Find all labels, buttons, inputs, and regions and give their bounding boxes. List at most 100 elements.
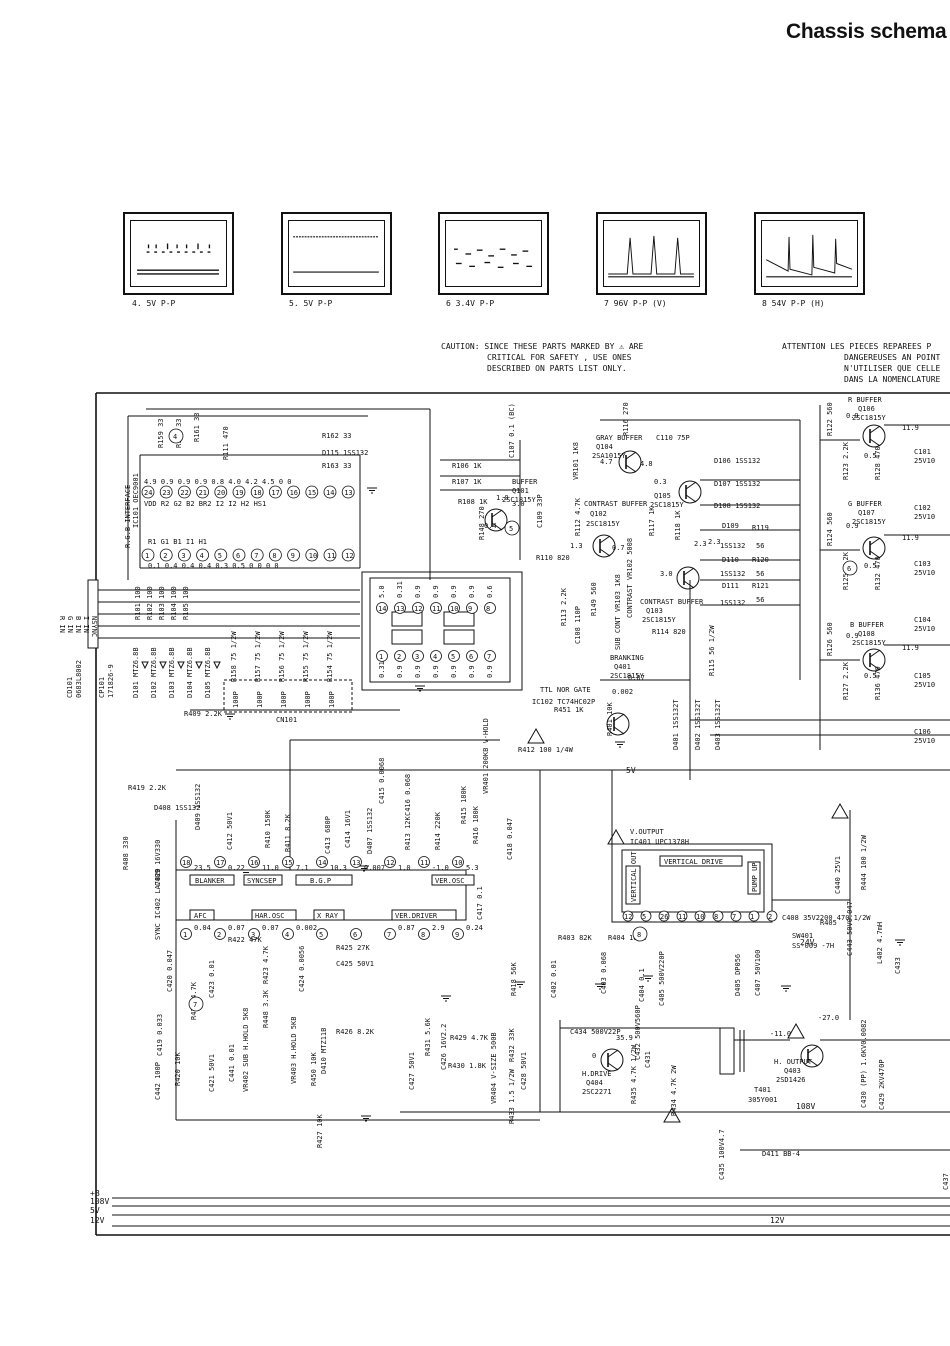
node-voltage: 2.3	[708, 538, 721, 546]
safety-marks	[527, 727, 849, 1123]
vr101-label: VR101 1K8	[572, 442, 580, 480]
q404-name: H.DRIVE	[582, 1070, 612, 1078]
caution-french: ATTENTION LES PIECES REPAREES P DANGEREU…	[782, 341, 940, 385]
rail-tag-12v: 12V	[770, 1216, 785, 1225]
ic101-pin-9	[287, 548, 301, 562]
transistor-collector	[625, 451, 637, 460]
transistor-emitter	[625, 464, 637, 473]
sync-lower-part-label: R430 1.8K	[448, 1062, 487, 1070]
ic102-pin-label: 11	[432, 605, 440, 613]
c107-label: C107 0.1 (BC)	[508, 403, 516, 458]
ic402-volt: -1.0	[432, 864, 449, 872]
waveform-7-trace	[608, 235, 694, 278]
ic101-ref-label: IC101 OEC9001	[132, 473, 140, 528]
transistor-collector	[685, 481, 697, 490]
r56-label-a: 56	[756, 542, 764, 550]
cn-cap-label: 100P	[280, 691, 288, 708]
r159-label: R159 33	[157, 418, 165, 448]
ic102-pin-10	[448, 602, 460, 614]
q404-part: 2SC2271	[582, 1088, 612, 1096]
ic401-pin-label: 1	[750, 913, 754, 921]
ic402-volt: 0.87	[398, 924, 415, 932]
ic402-pin-7	[384, 928, 396, 940]
afc-label: AFC	[194, 912, 207, 920]
transistor-symbol	[592, 534, 616, 558]
sync-part-label: R411 8.2K	[284, 813, 292, 852]
sync-part-label: C415 0.0068	[378, 758, 386, 804]
rgb-cap-val: 25V10	[914, 625, 935, 633]
power-rails	[112, 769, 950, 1227]
rgb-resistor-label: R132 470	[874, 556, 882, 590]
test-point-8	[632, 926, 648, 942]
ic101-pin-6	[232, 548, 246, 562]
ic102-pin-label: 12	[414, 605, 422, 613]
ic101-top-volts: 4.9 0.9 0.9 0.9 0.8 4.0 4.2 4.5 0 0	[144, 478, 292, 486]
ver-osc-label: VER.OSC	[435, 877, 465, 885]
ic401-pin-label: 7	[732, 913, 736, 921]
q101-part: 2SC1815Y	[502, 496, 537, 504]
sync-lower-part-label: R425 27K	[336, 944, 371, 952]
sync-lower-part-label: C402 0.01	[550, 960, 558, 998]
gray-buffer-wiring	[429, 405, 950, 780]
r117-label: R117 1K	[648, 506, 656, 536]
rail-label-5: 5V	[90, 1206, 100, 1215]
ic101-pin-label: 9	[291, 552, 295, 560]
rgb-emitter-volt: 0.5	[864, 562, 877, 570]
vertical-drive-label: VERTICAL DRIVE	[664, 858, 723, 866]
ic102-pin-label: 5	[451, 653, 455, 661]
caution-english: CAUTION: SINCE THESE PARTS MARKED BY ⚠ A…	[441, 341, 643, 374]
ss-label-a: 1SS132	[720, 542, 745, 550]
ic402-volt: 11.0	[262, 864, 279, 872]
r419-label: R419 2.2K	[128, 784, 167, 792]
d402-label: D402 1SS132T	[694, 699, 702, 750]
node-voltage: 0.002	[612, 688, 633, 696]
ic102-pin-5	[448, 650, 460, 662]
r118-label: R118 1K	[674, 510, 682, 540]
ic402-pin-label: 2	[217, 931, 221, 939]
ic401-pin-label: 10	[696, 913, 704, 921]
q403-ref: Q403	[784, 1067, 801, 1075]
ic101-pin-10	[305, 548, 319, 562]
ic102-function-label: TTL NOR GATE	[540, 686, 591, 694]
ic102-volt: 0.31	[378, 661, 386, 678]
node-voltage: 0.3	[654, 478, 667, 486]
rgb-resistor-label: R122 560	[826, 402, 834, 436]
rgb-cap-val: 25V10	[914, 737, 935, 745]
resistor-label: R104 100	[170, 586, 178, 620]
transistor-emitter	[607, 1062, 619, 1071]
waveform-6-trace	[454, 248, 533, 268]
resistor-label: R101 100	[134, 586, 142, 620]
d110-label: D110	[722, 556, 739, 564]
rgb-cap-ref: C103	[914, 560, 931, 568]
r56-label-c: 56	[756, 596, 764, 604]
resistor-label: R103 100	[158, 586, 166, 620]
ic101-pin-15	[305, 485, 319, 499]
ic402-pin-label: 8	[421, 931, 425, 939]
ic101-pin-5	[214, 548, 228, 562]
ic402-pin-label: 17	[216, 859, 224, 867]
sync-lower-part-label: C421 50V1	[208, 1054, 216, 1092]
waveform-8	[754, 212, 865, 295]
test-point-5	[504, 520, 520, 536]
ic102-volt: 0.31	[396, 581, 404, 598]
r412-label: R412 100 1/4W	[518, 746, 574, 754]
h-output-part-label: C437	[942, 1173, 950, 1190]
sync-lower-part-label: R431 5.6K	[424, 1017, 432, 1056]
r110-label: R110 820	[536, 554, 570, 562]
transistor-symbol	[862, 536, 886, 560]
ic101-pin-20	[214, 485, 228, 499]
test-point-7	[188, 996, 204, 1012]
sync-lower-part-label: C407 50V100	[754, 950, 762, 996]
h-output-part-label: L402 4.7mH	[876, 922, 884, 964]
transistor-emitter	[685, 494, 697, 503]
ic101-pin-label: 13	[344, 489, 352, 497]
cn101-label: CN101	[276, 716, 297, 724]
q107-name: G BUFFER	[848, 500, 883, 508]
r161-label: R161 33	[193, 412, 201, 442]
q403-part: 2SD1426	[776, 1076, 806, 1084]
rgb-cap-ref: C102	[914, 504, 931, 512]
ic102-volt: 0.9	[486, 665, 494, 678]
sync-part-label: VR401 200KB V-HOLD	[482, 718, 490, 794]
ic102-pin-label: 9	[468, 605, 472, 613]
